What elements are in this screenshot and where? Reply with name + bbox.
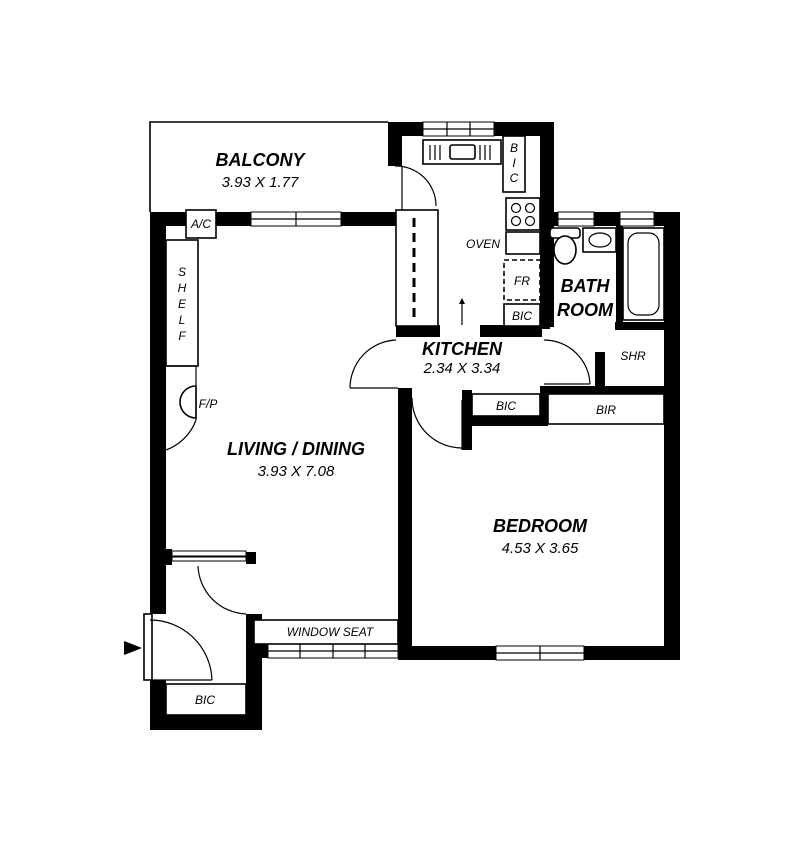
bathtub bbox=[622, 227, 665, 321]
bir bbox=[547, 393, 665, 425]
door-bathroom bbox=[543, 339, 591, 385]
entry-bic bbox=[165, 683, 247, 716]
cooktop bbox=[505, 197, 541, 231]
shower-label: SHR bbox=[620, 349, 646, 363]
fridge bbox=[503, 259, 541, 301]
shelf bbox=[165, 239, 199, 367]
basin bbox=[582, 227, 617, 253]
shelf-letter: L bbox=[179, 313, 186, 327]
windows bbox=[250, 121, 655, 661]
toilet bbox=[549, 227, 581, 265]
window-seat-label: WINDOW SEAT bbox=[287, 625, 375, 639]
kitchen-name: KITCHEN bbox=[422, 339, 503, 359]
window-kitchen-top bbox=[422, 121, 495, 137]
living-dims: 3.93 X 7.08 bbox=[258, 463, 335, 480]
shelf-letter: F bbox=[178, 329, 186, 343]
room-labels: BALCONY 3.93 X 1.77 LIVING / DINING 3.93… bbox=[216, 150, 615, 557]
kitchen-dims: 2.34 X 3.34 bbox=[423, 360, 501, 377]
ac-label: A/C bbox=[190, 217, 211, 231]
kitchen-bic bbox=[503, 303, 541, 327]
window-living-top bbox=[250, 211, 342, 227]
oven bbox=[505, 231, 541, 255]
fridge-label: FR bbox=[514, 274, 530, 288]
kitchen-bic-letter: B bbox=[510, 141, 518, 155]
bir-label: BIR bbox=[596, 403, 616, 417]
window-bedroom-bottom bbox=[495, 645, 585, 661]
window-bathroom-top bbox=[557, 211, 655, 227]
doors bbox=[143, 165, 591, 681]
kitchen-sink bbox=[422, 139, 502, 165]
bedroom-bic bbox=[471, 393, 541, 417]
fixture-labels: A/C S H E L F F/P OVEN FR B I C BIC BIC … bbox=[178, 141, 646, 707]
bedroom-name: BEDROOM bbox=[493, 516, 588, 536]
entry-bic-label: BIC bbox=[195, 693, 215, 707]
window-seat bbox=[253, 619, 399, 645]
kitchen-bic-letter: I bbox=[512, 156, 516, 170]
fireplace bbox=[165, 365, 197, 451]
door-bedroom bbox=[411, 397, 463, 450]
ac-unit bbox=[185, 209, 217, 239]
kitchen-cupboard bbox=[502, 135, 526, 193]
kitchen-bic-label: BIC bbox=[512, 309, 532, 323]
pantry bbox=[395, 209, 439, 327]
oven-label: OVEN bbox=[466, 237, 500, 251]
balcony-dims: 3.93 X 1.77 bbox=[222, 174, 299, 191]
window-living-bottom bbox=[267, 643, 399, 659]
entry-arrow-icon bbox=[124, 641, 142, 655]
shelf-letter: S bbox=[178, 265, 186, 279]
living-name: LIVING / DINING bbox=[227, 439, 365, 459]
door-balcony bbox=[394, 165, 437, 210]
kitchen-bic-letter: C bbox=[510, 171, 519, 185]
bathroom-name-line2: ROOM bbox=[557, 300, 614, 320]
fireplace-label: F/P bbox=[199, 397, 218, 411]
door-living-kitchen bbox=[349, 339, 398, 389]
fixtures bbox=[165, 135, 665, 716]
balcony-outline bbox=[149, 121, 388, 212]
door-entry bbox=[143, 613, 213, 681]
bedroom-dims: 4.53 X 3.65 bbox=[502, 540, 579, 557]
shelf-letter: H bbox=[178, 281, 187, 295]
balcony-name: BALCONY bbox=[216, 150, 307, 170]
hall-bic-label: BIC bbox=[496, 399, 516, 413]
up-arrow-icon bbox=[459, 298, 465, 325]
bathroom-name-line1: BATH bbox=[561, 276, 611, 296]
shelf-letter: E bbox=[178, 297, 187, 311]
door-sliding-entry bbox=[171, 550, 247, 615]
